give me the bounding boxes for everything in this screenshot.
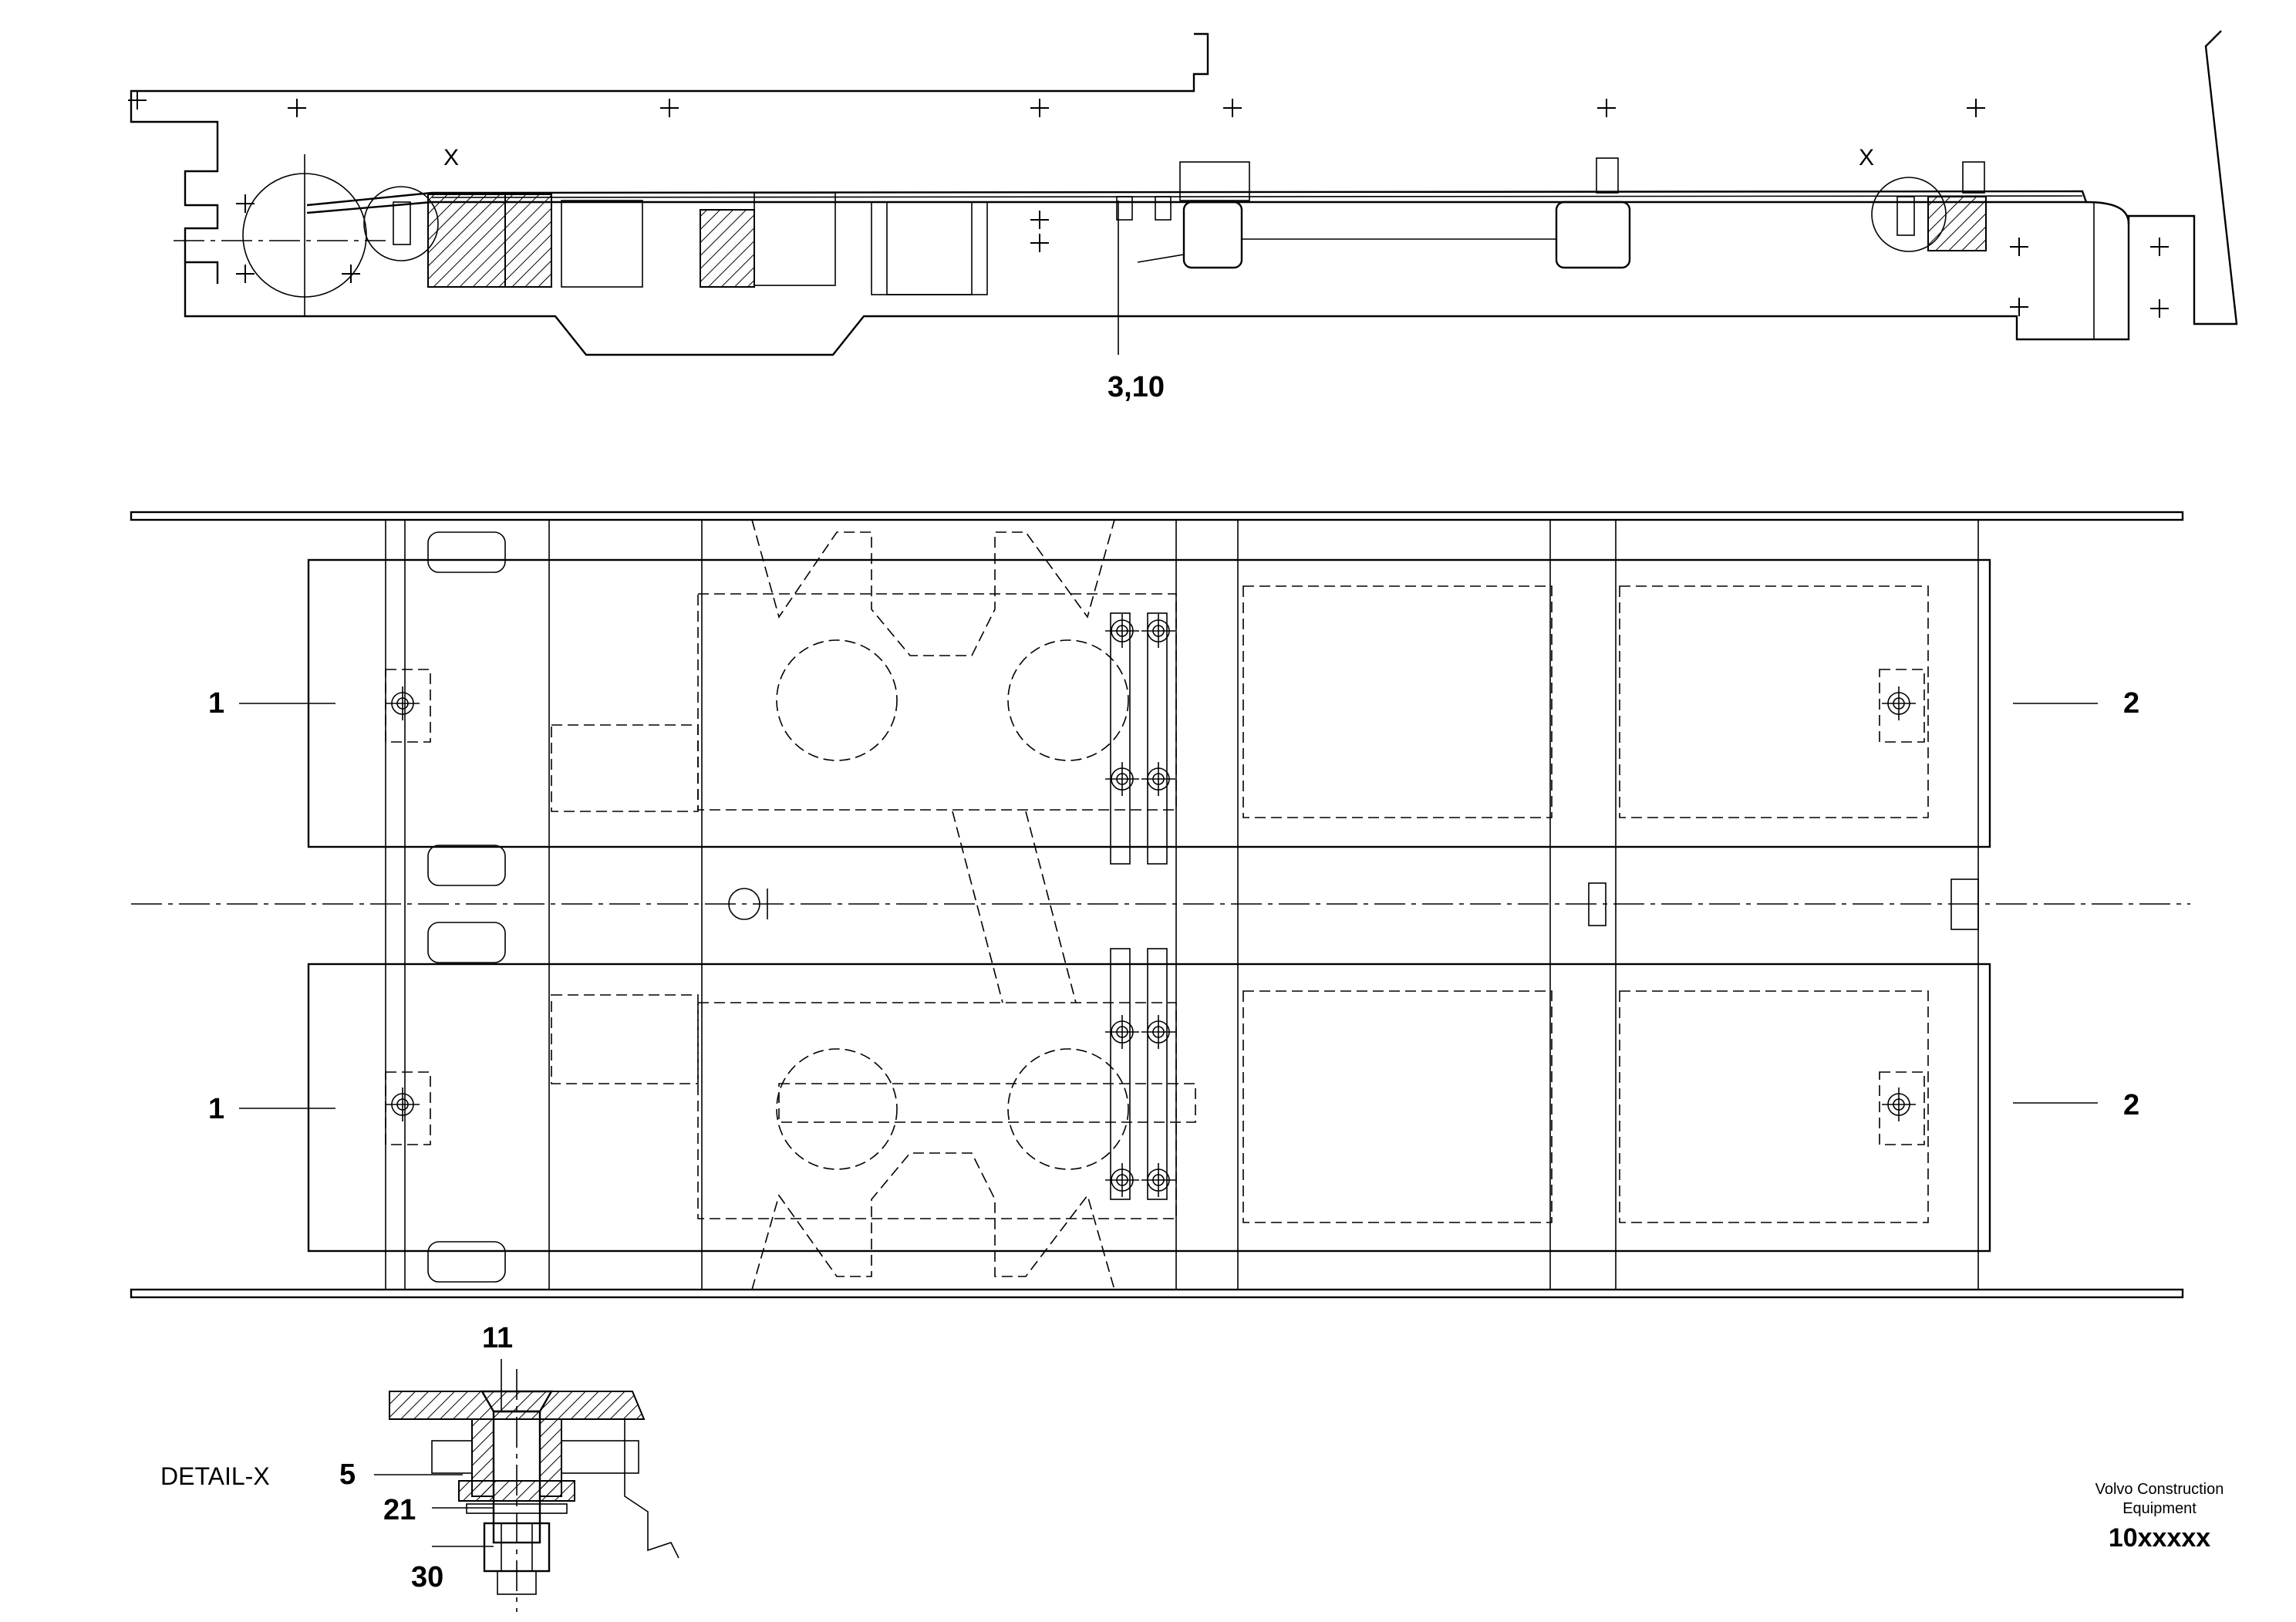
hidden-circle-1 — [776, 639, 898, 761]
side-view-outline-top — [130, 32, 1209, 284]
callout-5: 5 — [339, 1458, 356, 1491]
callout-11: 11 — [482, 1322, 513, 1354]
hidden-circle-3 — [776, 1048, 898, 1170]
detail-x-circle-right — [1871, 177, 1947, 252]
hatched-block-4 — [1927, 196, 1987, 251]
hidden-panel-1 — [1242, 585, 1553, 818]
hidden-panel-4 — [1619, 990, 1929, 1223]
drawing-number: 10xxxxx — [2109, 1523, 2210, 1553]
callout-3-10: 3,10 — [1108, 371, 1165, 403]
hidden-panel-2 — [1619, 585, 1929, 818]
detail-x-marker-left: X — [443, 145, 459, 170]
hidden-panel-3 — [1242, 990, 1553, 1223]
callout-21: 21 — [383, 1494, 416, 1526]
detail-x-title: DETAIL-X — [160, 1462, 270, 1490]
hatched-block-3 — [700, 209, 755, 288]
callout-1-lower: 1 — [208, 1093, 224, 1125]
company-name-line-1: Volvo Construction — [2095, 1481, 2224, 1498]
callout-1-upper: 1 — [208, 687, 224, 720]
callout-2-lower: 2 — [2123, 1089, 2139, 1121]
plan-rail-top — [130, 511, 2184, 521]
side-view: X X 3,10 — [127, 30, 2238, 403]
deck-plate — [306, 190, 2088, 214]
hatched-block-2 — [504, 194, 552, 288]
plan-track-plate-upper — [307, 558, 1991, 848]
hidden-circle-2 — [1007, 639, 1129, 761]
tube-section-1 — [1182, 201, 1243, 269]
tube-section-2 — [1555, 201, 1631, 269]
callout-2-upper: 2 — [2123, 687, 2139, 720]
plan-rail-bottom — [130, 1288, 2184, 1299]
detail-x-circle-left — [363, 186, 439, 261]
detail-x-view: DETAIL-X 11 5 21 30 — [160, 1322, 679, 1612]
detail-x-marker-right: X — [1859, 145, 1874, 170]
plan-view: 1 1 2 2 — [130, 511, 2190, 1299]
title-block: Volvo Construction Equipment 10xxxxx — [2095, 1481, 2224, 1553]
company-name-line-2: Equipment — [2122, 1500, 2197, 1517]
plan-track-plate-lower — [307, 963, 1991, 1253]
side-view-outline-bottom — [184, 30, 2238, 356]
hidden-circle-4 — [1007, 1048, 1129, 1170]
hatched-block-1 — [427, 194, 506, 288]
callout-30: 30 — [411, 1561, 443, 1593]
